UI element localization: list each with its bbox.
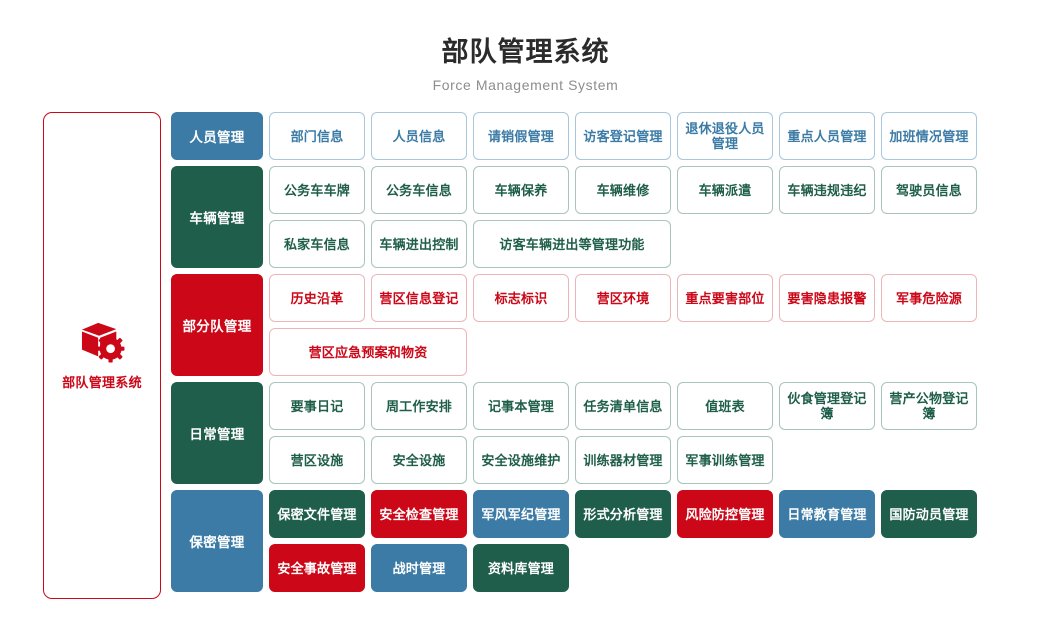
- menu-item-button[interactable]: 安全设施: [371, 436, 467, 485]
- brand-label: 部队管理系统: [62, 374, 142, 390]
- menu-item-button[interactable]: 营区环境: [575, 274, 671, 323]
- menu-item-button[interactable]: 安全检查管理: [371, 490, 467, 539]
- menu-item-button[interactable]: 标志标识: [473, 274, 569, 323]
- menu-item-button[interactable]: 退休退役人员管理: [677, 112, 773, 161]
- menu-item-button[interactable]: 访客车辆进出等管理功能: [473, 220, 671, 269]
- menu-section: 日常管理要事日记周工作安排记事本管理任务清单信息值班表伙食管理登记簿营产公物登记…: [171, 382, 1051, 485]
- menu-row: 部门信息人员信息请销假管理访客登记管理退休退役人员管理重点人员管理加班情况管理: [269, 112, 1051, 161]
- menu-item-button[interactable]: 值班表: [677, 382, 773, 431]
- menu-section: 人员管理部门信息人员信息请销假管理访客登记管理退休退役人员管理重点人员管理加班情…: [171, 112, 1051, 161]
- menu-item-button[interactable]: 资料库管理: [473, 544, 569, 593]
- menu-item-button[interactable]: 驾驶员信息: [881, 166, 977, 215]
- menu-item-button[interactable]: 营区信息登记: [371, 274, 467, 323]
- brand-panel: 部队管理系统: [43, 112, 161, 600]
- menu-item-button[interactable]: 训练器材管理: [575, 436, 671, 485]
- menu-rows: 要事日记周工作安排记事本管理任务清单信息值班表伙食管理登记簿营产公物登记簿营区设…: [269, 382, 1051, 485]
- menu-row: 营区设施安全设施安全设施维护训练器材管理军事训练管理: [269, 436, 1051, 485]
- menu-item-button[interactable]: 私家车信息: [269, 220, 365, 269]
- category-button[interactable]: 车辆管理: [171, 166, 263, 269]
- menu-row: 私家车信息车辆进出控制访客车辆进出等管理功能: [269, 220, 1051, 269]
- menu-item-button[interactable]: 车辆派遣: [677, 166, 773, 215]
- menu-row: 历史沿革营区信息登记标志标识营区环境重点要害部位要害隐患报警军事危险源: [269, 274, 1051, 323]
- menu-item-button[interactable]: 历史沿革: [269, 274, 365, 323]
- menu-rows: 保密文件管理安全检查管理军风军纪管理形式分析管理风险防控管理日常教育管理国防动员…: [269, 490, 1051, 593]
- menu-item-button[interactable]: 军风军纪管理: [473, 490, 569, 539]
- page-subtitle: Force Management System: [432, 77, 619, 94]
- menu-item-button[interactable]: 请销假管理: [473, 112, 569, 161]
- menu-item-button[interactable]: 军事危险源: [881, 274, 977, 323]
- menu-rows: 历史沿革营区信息登记标志标识营区环境重点要害部位要害隐患报警军事危险源营区应急预…: [269, 274, 1051, 377]
- menu-row: 营区应急预案和物资: [269, 328, 1051, 377]
- page-title: 部队管理系统: [441, 37, 610, 67]
- menu-item-button[interactable]: 伙食管理登记簿: [779, 382, 875, 431]
- menu-section: 车辆管理公务车车牌公务车信息车辆保养车辆维修车辆派遣车辆违规违纪驾驶员信息私家车…: [171, 166, 1051, 269]
- menu-row: 公务车车牌公务车信息车辆保养车辆维修车辆派遣车辆违规违纪驾驶员信息: [269, 166, 1051, 215]
- menu-item-button[interactable]: 公务车车牌: [269, 166, 365, 215]
- menu-item-button[interactable]: 营产公物登记簿: [881, 382, 977, 431]
- page-body: 部队管理系统 人员管理部门信息人员信息请销假管理访客登记管理退休退役人员管理重点…: [0, 93, 1051, 600]
- menu-item-button[interactable]: 要害隐患报警: [779, 274, 875, 323]
- menu-row: 保密文件管理安全检查管理军风军纪管理形式分析管理风险防控管理日常教育管理国防动员…: [269, 490, 1051, 539]
- menu-item-button[interactable]: 加班情况管理: [881, 112, 977, 161]
- menu-sections: 人员管理部门信息人员信息请销假管理访客登记管理退休退役人员管理重点人员管理加班情…: [171, 112, 1051, 593]
- menu-section: 部分队管理历史沿革营区信息登记标志标识营区环境重点要害部位要害隐患报警军事危险源…: [171, 274, 1051, 377]
- category-button[interactable]: 人员管理: [171, 112, 263, 161]
- category-button[interactable]: 部分队管理: [171, 274, 263, 377]
- menu-item-button[interactable]: 战时管理: [371, 544, 467, 593]
- menu-item-button[interactable]: 风险防控管理: [677, 490, 773, 539]
- menu-item-button[interactable]: 形式分析管理: [575, 490, 671, 539]
- menu-item-button[interactable]: 安全设施维护: [473, 436, 569, 485]
- menu-item-button[interactable]: 车辆保养: [473, 166, 569, 215]
- category-button[interactable]: 保密管理: [171, 490, 263, 593]
- menu-row: 安全事故管理战时管理资料库管理: [269, 544, 1051, 593]
- menu-item-button[interactable]: 车辆违规违纪: [779, 166, 875, 215]
- menu-item-button[interactable]: 任务清单信息: [575, 382, 671, 431]
- menu-item-button[interactable]: 重点要害部位: [677, 274, 773, 323]
- menu-item-button[interactable]: 记事本管理: [473, 382, 569, 431]
- menu-item-button[interactable]: 国防动员管理: [881, 490, 977, 539]
- menu-row: 要事日记周工作安排记事本管理任务清单信息值班表伙食管理登记簿营产公物登记簿: [269, 382, 1051, 431]
- menu-item-button[interactable]: 日常教育管理: [779, 490, 875, 539]
- menu-item-button[interactable]: 公务车信息: [371, 166, 467, 215]
- menu-rows: 公务车车牌公务车信息车辆保养车辆维修车辆派遣车辆违规违纪驾驶员信息私家车信息车辆…: [269, 166, 1051, 269]
- category-button[interactable]: 日常管理: [171, 382, 263, 485]
- menu-item-button[interactable]: 人员信息: [371, 112, 467, 161]
- menu-item-button[interactable]: 访客登记管理: [575, 112, 671, 161]
- menu-item-button[interactable]: 安全事故管理: [269, 544, 365, 593]
- menu-item-button[interactable]: 要事日记: [269, 382, 365, 431]
- cube-gear-icon: [79, 321, 125, 363]
- menu-item-button[interactable]: 军事训练管理: [677, 436, 773, 485]
- page-header: 部队管理系统 Force Management System: [0, 0, 1051, 93]
- menu-item-button[interactable]: 部门信息: [269, 112, 365, 161]
- menu-item-button[interactable]: 保密文件管理: [269, 490, 365, 539]
- menu-item-button[interactable]: 车辆进出控制: [371, 220, 467, 269]
- menu-item-button[interactable]: 营区应急预案和物资: [269, 328, 467, 377]
- menu-item-button[interactable]: 周工作安排: [371, 382, 467, 431]
- menu-item-button[interactable]: 营区设施: [269, 436, 365, 485]
- menu-item-button[interactable]: 车辆维修: [575, 166, 671, 215]
- menu-item-button[interactable]: 重点人员管理: [779, 112, 875, 161]
- menu-section: 保密管理保密文件管理安全检查管理军风军纪管理形式分析管理风险防控管理日常教育管理…: [171, 490, 1051, 593]
- menu-rows: 部门信息人员信息请销假管理访客登记管理退休退役人员管理重点人员管理加班情况管理: [269, 112, 1051, 161]
